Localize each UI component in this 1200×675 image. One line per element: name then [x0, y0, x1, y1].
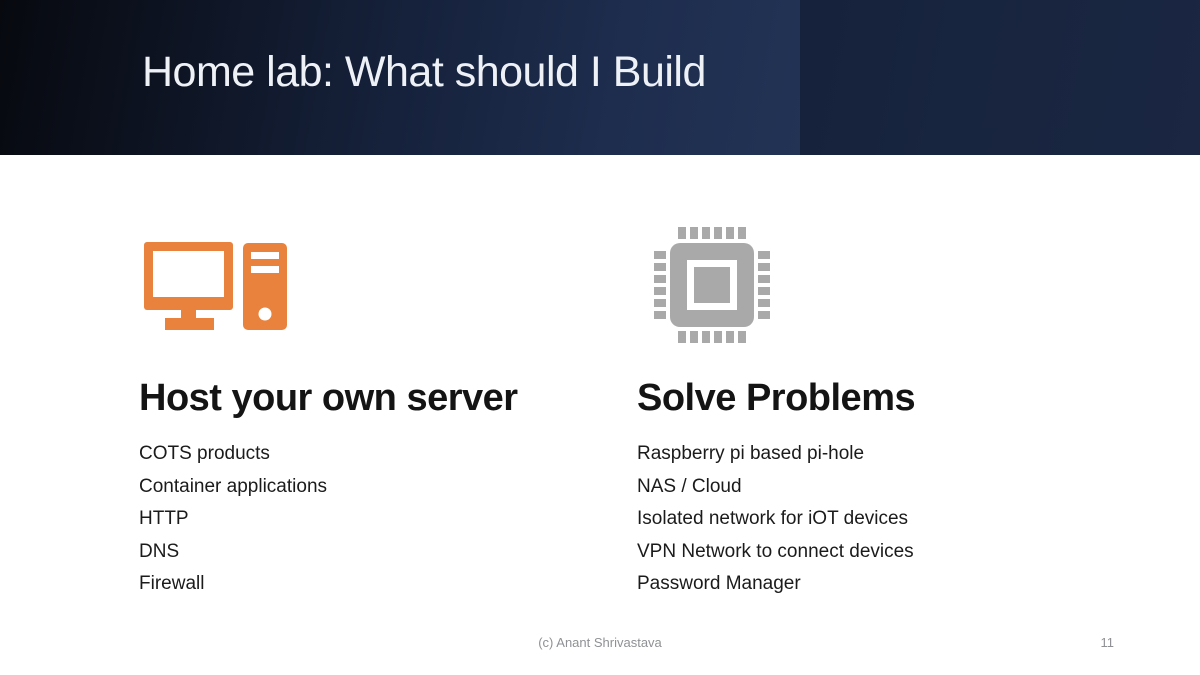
heading-host-server: Host your own server	[139, 377, 518, 419]
heading-solve-problems: Solve Problems	[637, 377, 916, 419]
slide-title: Home lab: What should I Build	[142, 48, 706, 96]
footer-credit: (c) Anant Shrivastava	[538, 635, 662, 650]
cpu-chip-icon	[654, 227, 770, 343]
list-item: Password Manager	[637, 573, 801, 594]
list-item: Isolated network for iOT devices	[637, 508, 909, 529]
list-host-server: COTS products Container applications HTT…	[139, 438, 327, 601]
list-item: Raspberry pi based pi-hole	[637, 443, 865, 464]
list-solve-problems: Raspberry pi based pi-hole NAS / Cloud I…	[637, 438, 914, 601]
list-item: DNS	[139, 540, 180, 562]
list-item: VPN Network to connect devices	[637, 540, 914, 562]
footer-page-number: 11	[1100, 635, 1115, 650]
title-bar: Home lab: What should I Build	[0, 0, 1200, 155]
list-item: HTTP	[139, 508, 189, 529]
list-item: NAS / Cloud	[637, 475, 742, 497]
list-item: Container applications	[139, 475, 328, 497]
title-bar-right-panel	[800, 0, 1200, 155]
list-item: Firewall	[139, 573, 205, 594]
list-item: COTS products	[139, 443, 270, 464]
desktop-computer-icon	[144, 242, 287, 330]
